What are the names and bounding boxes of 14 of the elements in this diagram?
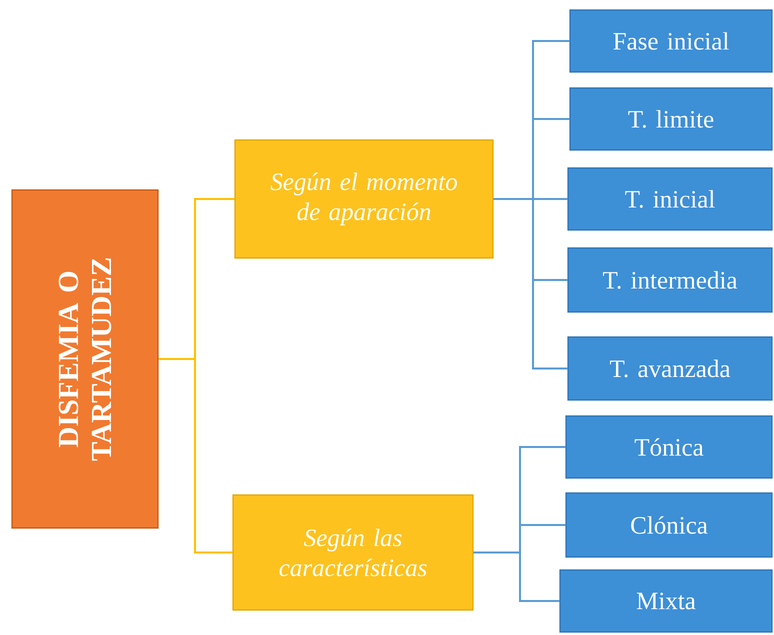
- item-box: T. intermedia: [567, 247, 773, 313]
- item-box: T. limite: [569, 87, 773, 151]
- item-box: Mixta: [559, 569, 773, 633]
- connector-line: [474, 552, 560, 602]
- item-box: Clónica: [565, 492, 773, 558]
- category-box: Según las características: [232, 494, 474, 611]
- item-box: T. inicial: [567, 167, 773, 231]
- connector-line: [494, 198, 568, 370]
- title-box: DISFEMIA O TARTAMUDEZ: [11, 189, 159, 529]
- category-box: Según el momento de aparación: [234, 139, 494, 259]
- item-box: Fase inicial: [569, 9, 773, 73]
- connector-line: [158, 358, 232, 554]
- item-box: Tónica: [565, 415, 773, 479]
- item-box: T. avanzada: [567, 336, 773, 401]
